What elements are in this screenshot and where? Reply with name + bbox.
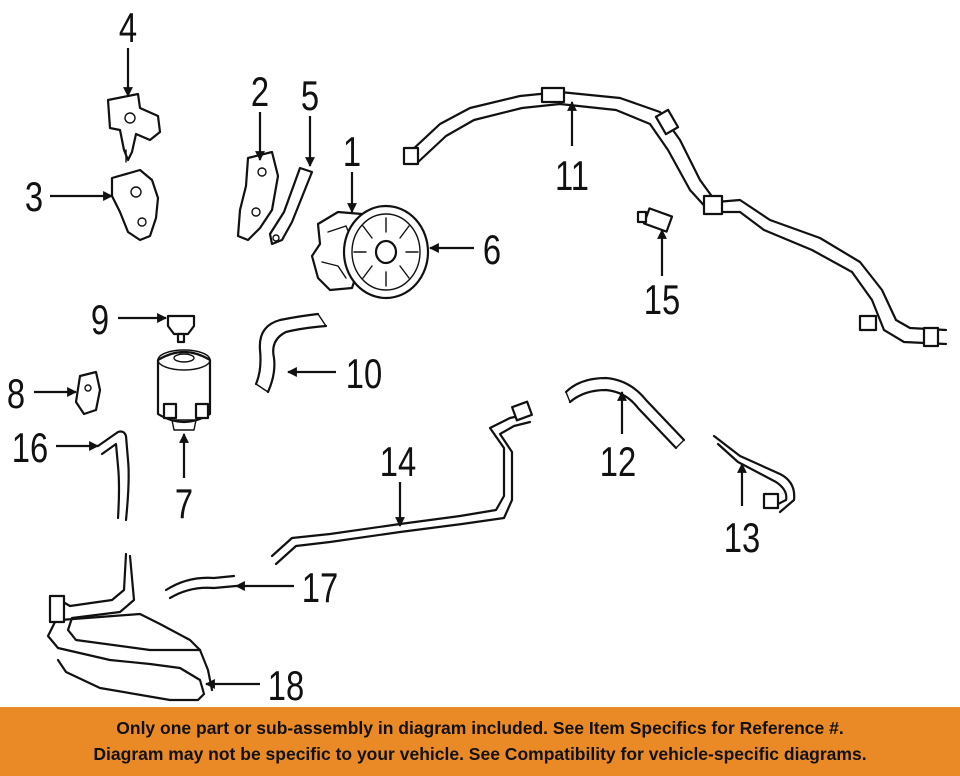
callout-1: 1 <box>343 128 361 175</box>
callout-2: 2 <box>251 68 269 115</box>
part-11-pressure-hose <box>402 86 948 348</box>
part-7-reservoir <box>156 349 212 431</box>
part-2-bracket <box>236 150 280 242</box>
callout-11: 11 <box>555 152 589 199</box>
part-3-bracket <box>110 168 160 242</box>
part-12-hose <box>564 376 686 450</box>
callout-7: 7 <box>175 480 193 527</box>
callout-13: 13 <box>724 514 760 561</box>
part-13-return-pipe <box>712 434 796 514</box>
disclaimer-banner: Only one part or sub-assembly in diagram… <box>0 707 960 776</box>
callout-3: 3 <box>25 173 43 220</box>
part-9-reservoir-cap <box>166 314 196 344</box>
callout-14: 14 <box>380 438 416 485</box>
disclaimer-line-2: Diagram may not be specific to your vehi… <box>93 744 867 764</box>
part-8-clamp <box>74 370 102 416</box>
callout-numbers: 1 2 3 4 5 6 7 8 9 10 11 12 13 14 15 16 1… <box>7 4 760 705</box>
leader-lines <box>34 48 747 689</box>
part-4-bracket <box>106 92 162 163</box>
part-10-return-hose <box>254 312 328 394</box>
callout-9: 9 <box>91 296 109 343</box>
part-14-pressure-tube <box>270 400 534 566</box>
callout-6: 6 <box>483 226 501 273</box>
disclaimer-line-1: Only one part or sub-assembly in diagram… <box>116 718 844 738</box>
part-15-pressure-switch <box>636 207 674 233</box>
callout-16: 16 <box>12 424 48 471</box>
callout-8: 8 <box>7 370 25 417</box>
callout-18: 18 <box>268 662 304 705</box>
part-6-pulley <box>342 204 430 300</box>
callout-12: 12 <box>600 438 636 485</box>
callout-10: 10 <box>346 350 382 397</box>
callout-5: 5 <box>301 72 319 119</box>
callout-17: 17 <box>302 564 338 611</box>
part-16-suction-pipe <box>96 430 130 522</box>
callout-15: 15 <box>644 276 680 323</box>
part-17-hose <box>164 574 238 600</box>
power-steering-parts-diagram: 1 2 3 4 5 6 7 8 9 10 11 12 13 14 15 16 1… <box>7 4 948 705</box>
callout-4: 4 <box>119 4 137 51</box>
part-18-cooler-pipe <box>46 552 214 702</box>
part-5-adjust-bar <box>268 166 314 246</box>
